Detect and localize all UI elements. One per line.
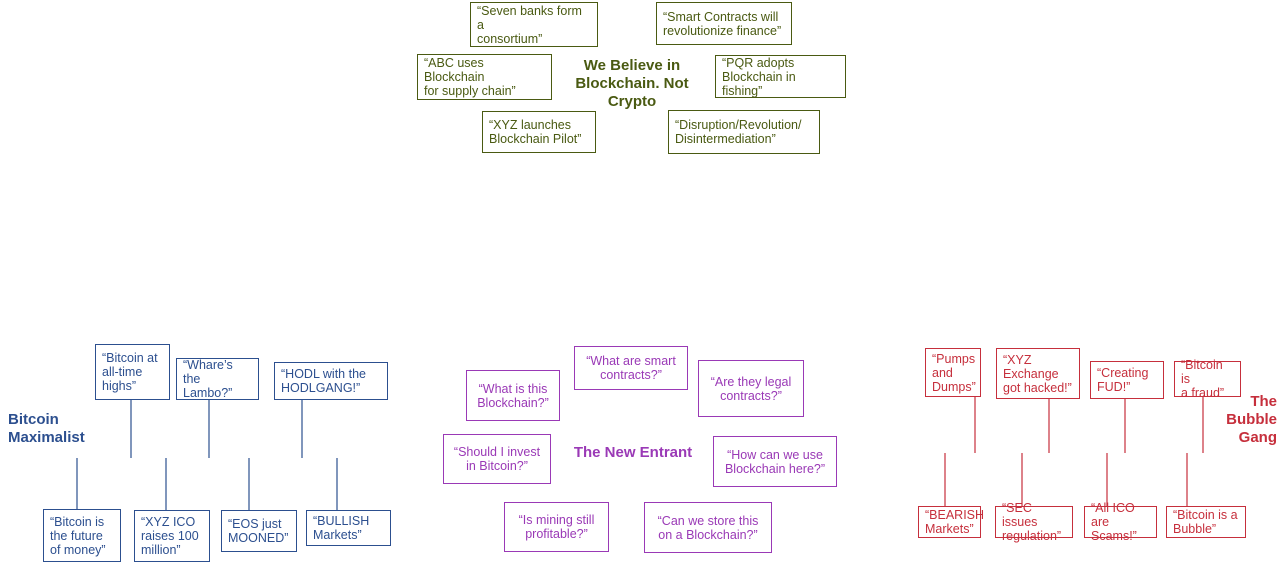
quote-box: “EOS just MOONED” bbox=[221, 510, 297, 552]
quote-box: “ABC uses Blockchain for supply chain” bbox=[417, 54, 552, 100]
quote-box: “Disruption/Revolution/ Disintermediatio… bbox=[668, 110, 820, 154]
quote-box: “How can we use Blockchain here?” bbox=[713, 436, 837, 487]
bubble-title: The Bubble Gang bbox=[1226, 393, 1277, 446]
quote-box: “Smart Contracts will revolutionize fina… bbox=[656, 2, 792, 45]
quote-box: “Are they legal contracts?” bbox=[698, 360, 804, 417]
quote-box: “Pumps and Dumps” bbox=[925, 348, 981, 397]
quote-box: “BEARISH Markets” bbox=[918, 506, 984, 538]
quote-box: “Bitcoin is the future of money” bbox=[43, 509, 121, 562]
quote-box: “Can we store this on a Blockchain?” bbox=[644, 502, 772, 553]
quote-box: “XYZ Exchange got hacked!” bbox=[996, 348, 1080, 399]
quote-box: “Bitcoin is a fraud” bbox=[1174, 358, 1241, 400]
quote-box: “Should I invest in Bitcoin?” bbox=[443, 434, 551, 484]
maximalist-title: Bitcoin Maximalist bbox=[8, 411, 85, 446]
quote-box: “Is mining still profitable?” bbox=[504, 502, 609, 552]
quote-box: “Whare’s the Lambo?” bbox=[176, 358, 259, 400]
quote-box: “XYZ ICO raises 100 million” bbox=[134, 510, 210, 562]
quote-box: “XYZ launches Blockchain Pilot” bbox=[482, 111, 596, 153]
quote-box: “HODL with the HODLGANG!” bbox=[274, 362, 388, 400]
blockchain-title: We Believe in Blockchain. Not Crypto bbox=[575, 57, 689, 110]
quote-box: “PQR adopts Blockchain in fishing” bbox=[715, 55, 846, 98]
quote-box: “Seven banks form a consortium” bbox=[470, 2, 598, 47]
quote-box: “What are smart contracts?” bbox=[574, 346, 688, 390]
quote-box: “SEC issues regulation” bbox=[995, 501, 1073, 543]
quote-box: “Bitcoin is a Bubble” bbox=[1166, 506, 1246, 538]
quote-box: “BULLISH Markets” bbox=[306, 510, 391, 546]
entrant-title: The New Entrant bbox=[573, 444, 693, 461]
quote-box: “Creating FUD!” bbox=[1090, 361, 1164, 399]
quote-box: “Bitcoin at all-time highs” bbox=[95, 344, 170, 400]
quote-box: “All ICO are Scams!” bbox=[1084, 501, 1157, 543]
quote-box: “What is this Blockchain?” bbox=[466, 370, 560, 421]
